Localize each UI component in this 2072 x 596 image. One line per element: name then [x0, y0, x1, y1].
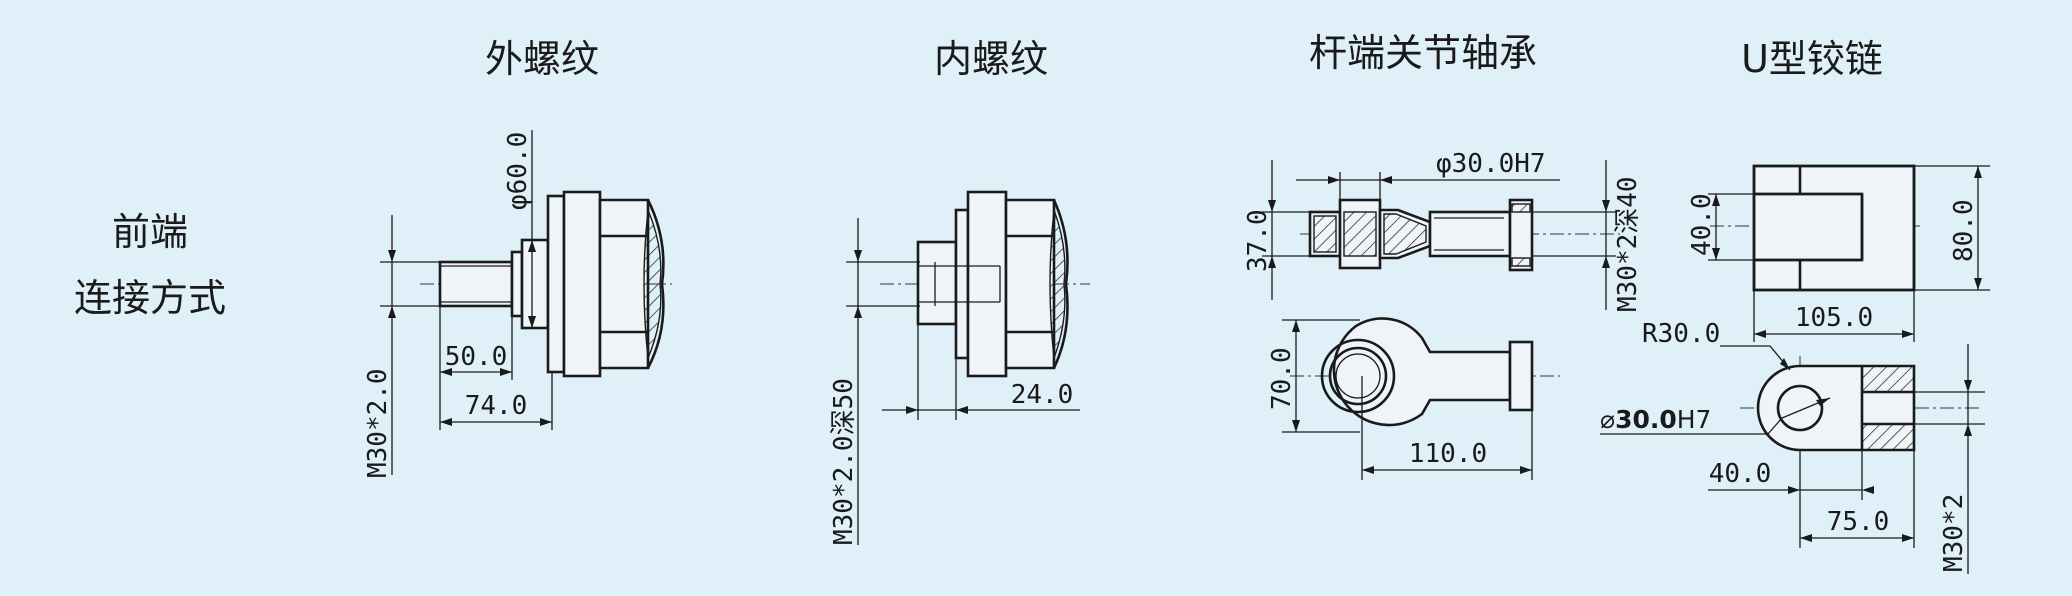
- dim-ext-thread: M30*2.0: [363, 368, 393, 478]
- u-clevis-front-dimensions: 40.0 80.0 105.0: [1687, 165, 1990, 342]
- title-rod-end-bearing: 杆端关节轴承: [1309, 31, 1537, 75]
- u-clevis-side-dimensions: R30.0 ⌀30.0H7 40.0 75.0 M30*2: [1600, 319, 1985, 574]
- dim-u-height: 80.0: [1949, 199, 1979, 262]
- rod-end-top-drawing: [1300, 198, 1620, 272]
- row-label-line2: 连接方式: [74, 276, 226, 320]
- dim-int-len: 24.0: [1011, 380, 1074, 410]
- dim-rod-thread: M30*2深40: [1613, 176, 1643, 312]
- internal-thread-dimensions: M30*2.0深50 24.0: [829, 218, 1080, 545]
- title-external-thread: 外螺纹: [485, 37, 599, 81]
- dim-u-thread: M30*2: [1939, 494, 1969, 572]
- dim-u-len-long: 75.0: [1827, 507, 1890, 537]
- dim-u-bore-value: 30.0: [1615, 405, 1677, 434]
- dim-u-bore: ⌀30.0H7: [1600, 405, 1711, 434]
- dim-ext-len-short: 50.0: [445, 342, 508, 372]
- dim-rod-height: 37.0: [1243, 209, 1273, 272]
- dim-u-len-short: 40.0: [1709, 459, 1772, 489]
- dim-u-width: 105.0: [1795, 303, 1873, 333]
- u-clevis-side-drawing: [1740, 356, 1980, 456]
- row-label-line1: 前端: [112, 210, 188, 254]
- dim-rod-len: 110.0: [1409, 439, 1487, 469]
- dim-int-thread: M30*2.0深50: [829, 378, 859, 545]
- title-internal-thread: 内螺纹: [934, 37, 1048, 81]
- dim-u-bore-fit: H7: [1677, 405, 1712, 434]
- dim-ext-diameter: φ60.0: [503, 132, 533, 210]
- dim-ext-len-long: 74.0: [465, 391, 528, 421]
- title-u-clevis: U型铰链: [1741, 37, 1883, 81]
- dim-u-bore-prefix: ⌀: [1600, 405, 1615, 434]
- u-clevis-front-drawing: [1710, 164, 1920, 292]
- internal-thread-drawing: [880, 190, 1090, 378]
- external-thread-drawing: [420, 190, 672, 378]
- dim-rod-bore: φ30.0H7: [1436, 149, 1546, 179]
- rod-end-side-dimensions: 70.0 110.0: [1267, 319, 1533, 480]
- external-thread-dimensions: φ60.0 M30*2.0 50.0 74.0: [363, 130, 553, 478]
- dim-u-slot: 40.0: [1687, 193, 1717, 256]
- rod-end-top-dimensions: φ30.0H7 37.0 M30*2深40: [1243, 149, 1643, 312]
- dim-u-radius: R30.0: [1642, 319, 1720, 349]
- rod-end-side-drawing: [1290, 317, 1560, 427]
- dim-rod-eye-height: 70.0: [1267, 347, 1297, 410]
